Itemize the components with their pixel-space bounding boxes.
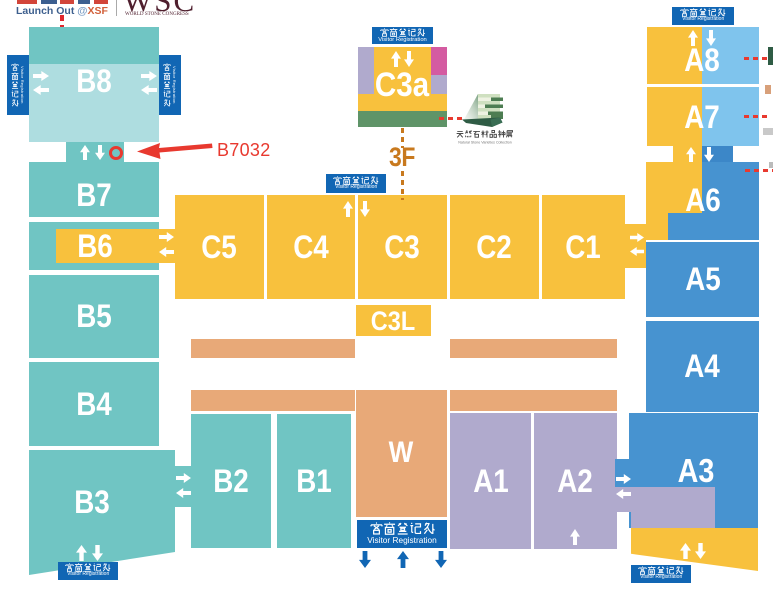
svg-text:Natural Stone Varieties Collec: Natural Stone Varieties Collection	[458, 141, 511, 145]
